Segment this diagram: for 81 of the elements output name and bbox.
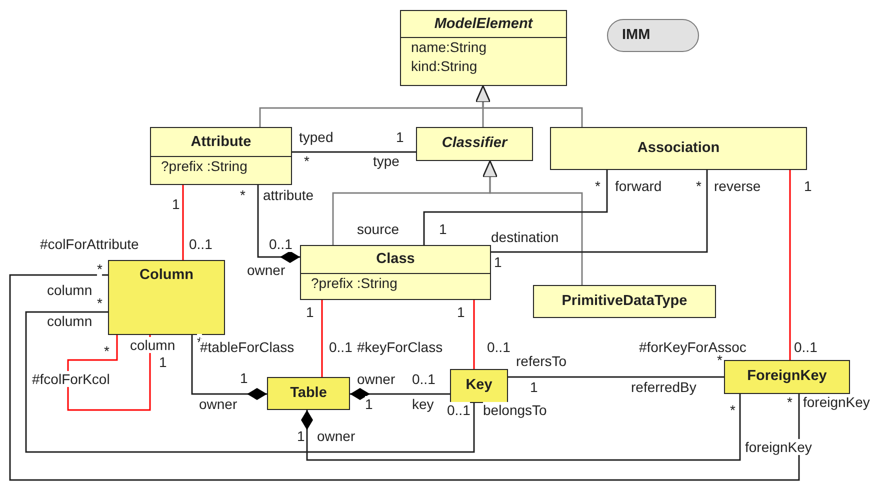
composition-line bbox=[257, 185, 300, 263]
composition-line bbox=[350, 388, 450, 400]
class-name: PrimitiveDataType bbox=[560, 292, 688, 311]
class-name: Column bbox=[138, 266, 194, 285]
attribute-text: name:String bbox=[410, 38, 488, 57]
association-end-label: 1 bbox=[297, 428, 305, 444]
association-end-label: 1 bbox=[494, 254, 502, 270]
composition-line bbox=[191, 335, 267, 400]
association-end-label: 0..1 bbox=[447, 402, 470, 418]
association-end-label: destination bbox=[491, 229, 559, 245]
association-end-label: 1 bbox=[365, 396, 373, 412]
association-end-label: 1 bbox=[240, 370, 248, 386]
association-end-label: 1 bbox=[530, 379, 538, 395]
association-end-label: key bbox=[412, 396, 434, 412]
association-line bbox=[789, 170, 791, 360]
association-end-label: 1 bbox=[306, 304, 314, 320]
association-end-label: 0..1 bbox=[487, 339, 510, 355]
association-line bbox=[25, 311, 475, 453]
association-end-label: 1 bbox=[439, 221, 447, 237]
attribute-text: ?prefix :String bbox=[310, 274, 398, 293]
association-end-label: referredBy bbox=[631, 379, 696, 395]
association-end-label: attribute bbox=[263, 187, 314, 203]
association-end-label: 1 bbox=[804, 178, 812, 194]
class-box bbox=[267, 377, 350, 410]
class-box bbox=[550, 127, 807, 170]
class-name: Association bbox=[636, 139, 721, 158]
class-box bbox=[416, 127, 533, 161]
association-end-label: foreignKey bbox=[745, 439, 812, 455]
generalization-arrow bbox=[482, 160, 583, 285]
class-box bbox=[108, 260, 225, 335]
class-box bbox=[300, 245, 491, 300]
association-end-label: 0..1 bbox=[269, 236, 292, 252]
association-end-label: 1 bbox=[396, 129, 404, 145]
association-end-label: #colForAttribute bbox=[40, 236, 139, 252]
association-end-label: #forKeyForAssoc bbox=[639, 339, 746, 355]
class-name: ModelElement bbox=[401, 11, 566, 38]
composition-line bbox=[301, 394, 741, 461]
association-end-label: column bbox=[130, 337, 176, 353]
association-end-label: belongsTo bbox=[483, 402, 547, 418]
class-box bbox=[533, 285, 716, 318]
association-line bbox=[67, 335, 151, 411]
association-end-label: 1 bbox=[457, 304, 465, 320]
association-line bbox=[292, 151, 416, 153]
class-name: Classifier bbox=[440, 134, 509, 153]
association-end-label: 0..1 bbox=[794, 339, 818, 355]
association-end-label: #tableForClass bbox=[200, 339, 294, 355]
association-line bbox=[473, 300, 475, 369]
association-line bbox=[423, 170, 608, 245]
association-end-label: #fcolForKcol bbox=[32, 371, 110, 387]
association-end-label: forward bbox=[615, 178, 662, 194]
class-name: ForeignKey bbox=[746, 367, 828, 386]
package-tag bbox=[607, 19, 699, 52]
association-end-label: 1 bbox=[159, 354, 167, 370]
class-name: Attribute bbox=[151, 128, 291, 157]
class-box bbox=[150, 127, 292, 185]
association-end-label: typed bbox=[299, 129, 334, 145]
association-line bbox=[321, 300, 323, 377]
association-end-label: 0..1 bbox=[329, 339, 352, 355]
association-end-label: refersTo bbox=[516, 353, 567, 369]
association-line bbox=[9, 274, 800, 481]
class-box bbox=[400, 10, 567, 86]
association-line bbox=[491, 170, 708, 253]
association-end-label: 1 bbox=[172, 196, 180, 212]
association-end-label: column bbox=[47, 282, 92, 298]
association-end-label: column bbox=[47, 313, 92, 329]
association-line bbox=[182, 185, 184, 260]
attribute-text: ?prefix :String bbox=[160, 157, 248, 176]
association-end-label: * bbox=[97, 261, 102, 277]
generalization-arrow bbox=[475, 85, 491, 127]
association-end-label: 0..1 bbox=[412, 371, 436, 387]
association-end-label: foreignKey bbox=[803, 394, 870, 410]
association-end-label: #keyForClass bbox=[357, 339, 443, 355]
association-line bbox=[508, 376, 724, 378]
class-name: Class bbox=[301, 246, 490, 274]
association-end-label: 0..1 bbox=[189, 236, 212, 252]
class-name: Key bbox=[464, 376, 494, 395]
attribute-text: kind:String bbox=[410, 57, 478, 76]
class-box bbox=[450, 369, 508, 403]
class-name: Table bbox=[289, 384, 328, 403]
class-box bbox=[724, 360, 850, 394]
tag-text: IMM bbox=[621, 26, 652, 45]
